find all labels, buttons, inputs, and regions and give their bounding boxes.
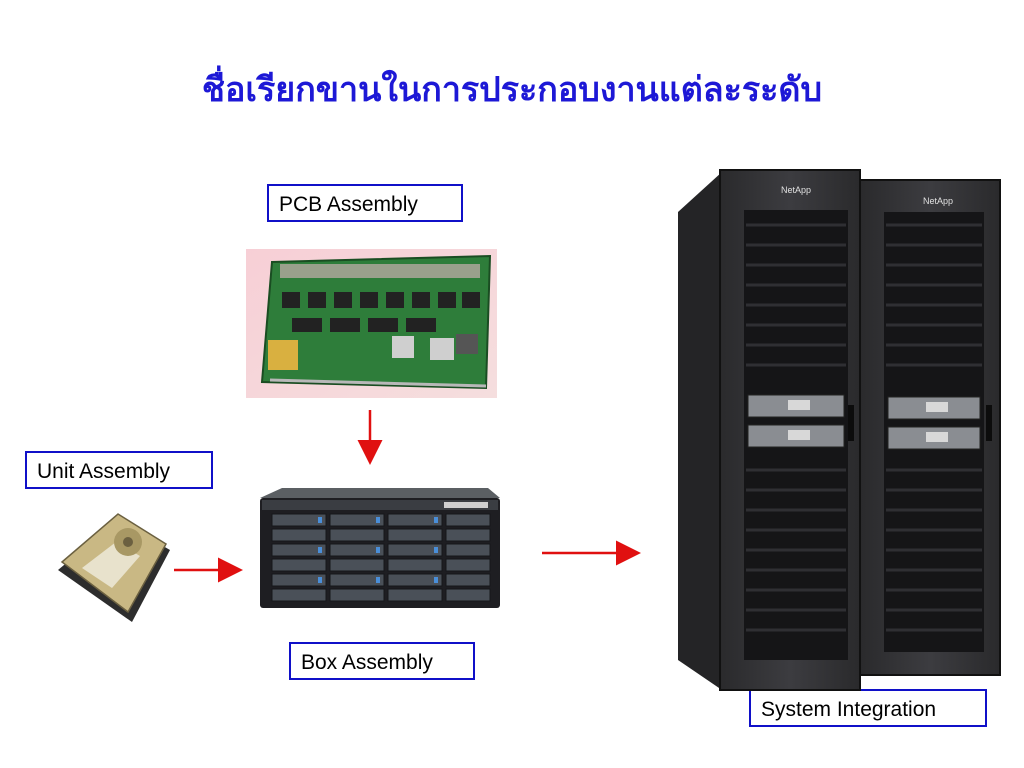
box-assembly-label: Box Assembly: [289, 642, 475, 680]
slide-title: ชื่อเรียกขานในการประกอบงานแต่ละระดับ: [201, 70, 823, 110]
hard-drive-image: [58, 513, 170, 622]
netapp-logo-right: NetApp: [923, 196, 953, 206]
system-integration-label: System Integration: [749, 689, 987, 727]
server-rack-image: NetApp NetApp: [678, 169, 1001, 691]
storage-enclosure-image: [260, 488, 500, 608]
unit-assembly-label: Unit Assembly: [25, 451, 213, 489]
pcb-board-image: [246, 249, 497, 398]
netapp-logo-left: NetApp: [781, 185, 811, 195]
pcb-assembly-label: PCB Assembly: [267, 184, 463, 222]
